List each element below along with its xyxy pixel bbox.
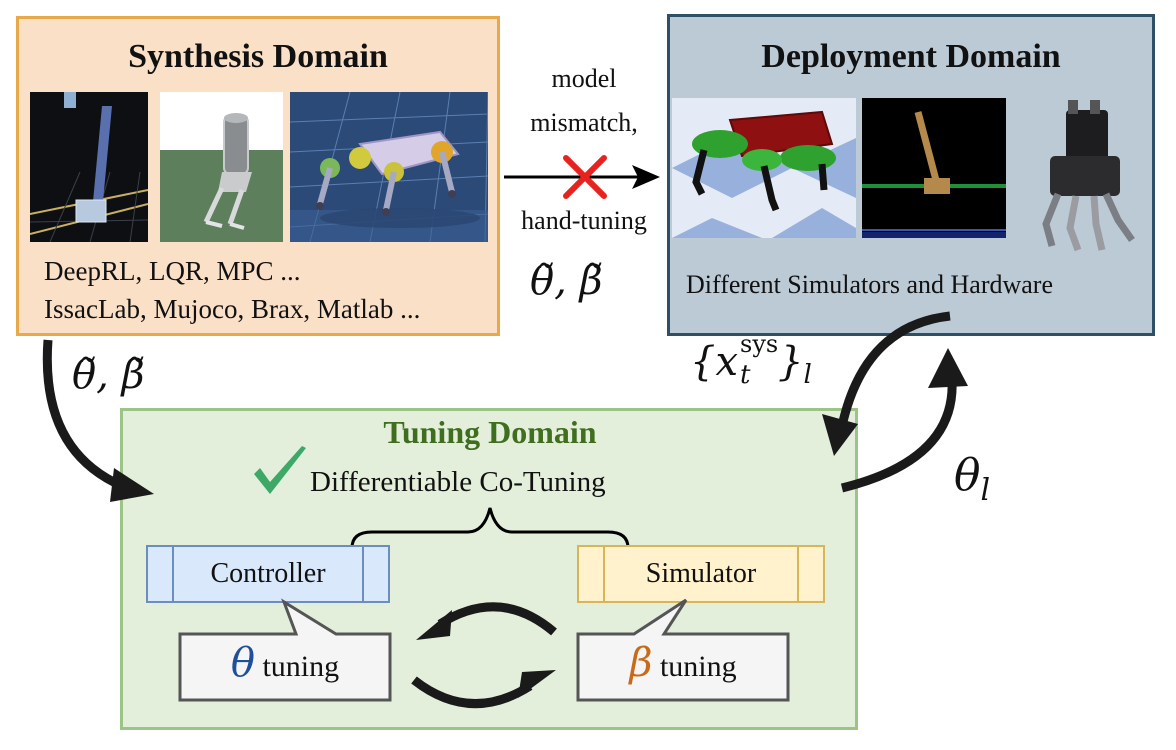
system-data-main: {x (690, 339, 739, 385)
transfer-label-line1: model (551, 64, 617, 93)
tuning-subtitle: Differentiable Co-Tuning (310, 466, 606, 498)
synthesis-domain-title: Synthesis Domain (128, 38, 388, 75)
transfer-arrow (504, 165, 660, 189)
beta-tuning-label: β tuning (578, 640, 788, 686)
theta-symbol: θ (230, 640, 255, 686)
simulator-block (577, 545, 825, 603)
synthesis-methods: DeepRL, LQR, MPC ... (44, 256, 301, 286)
transfer-label-line3: hand-tuning (521, 206, 647, 235)
theta-tuning-label: θ tuning (180, 640, 390, 686)
simulator-label: Simulator (645, 558, 757, 589)
params-label-top: θ̃, β̃ (530, 258, 603, 304)
synthesis-to-tuning-arrow (42, 339, 154, 502)
quadruped-red-image (672, 98, 856, 238)
synthesis-tools: IssacLab, Mujoco, Brax, Matlab ... (44, 294, 421, 324)
system-data-sub: t (740, 360, 751, 390)
theta-l-label: θl (954, 450, 990, 508)
co-tuning-cycle-arrows (411, 602, 557, 708)
beta-tuning-word: tuning (659, 650, 737, 683)
params-label-left: θ̃, β̃ (72, 352, 145, 398)
cross-icon (563, 155, 607, 199)
check-icon (254, 446, 306, 494)
deployment-to-tuning-arrow (822, 311, 951, 456)
beta-callout-shape (576, 598, 790, 702)
transfer-label-line2: mismatch, (530, 108, 638, 137)
system-data-sup: sys (740, 330, 779, 358)
system-data-close: } (778, 339, 804, 385)
deployment-domain-title: Deployment Domain (761, 38, 1061, 75)
system-data-idx: l (803, 360, 812, 390)
real-robot-image (1012, 96, 1148, 258)
brace-connector (350, 507, 630, 549)
deployment-caption: Different Simulators and Hardware (686, 270, 1054, 299)
controller-block (146, 545, 390, 603)
theta-callout-shape (178, 598, 392, 702)
theta-l-main: θ (954, 450, 981, 501)
pole-robot-image (30, 92, 148, 242)
beta-symbol: β (629, 640, 653, 686)
cartpole-image (862, 98, 1006, 238)
tuning-to-deployment-arrow (840, 348, 968, 493)
biped-leg-image (160, 92, 283, 242)
theta-tuning-word: tuning (262, 650, 340, 683)
quadruped-sim-image (290, 92, 488, 242)
theta-l-sub: l (980, 473, 991, 508)
controller-label: Controller (210, 558, 326, 589)
tuning-domain-title: Tuning Domain (383, 414, 597, 450)
